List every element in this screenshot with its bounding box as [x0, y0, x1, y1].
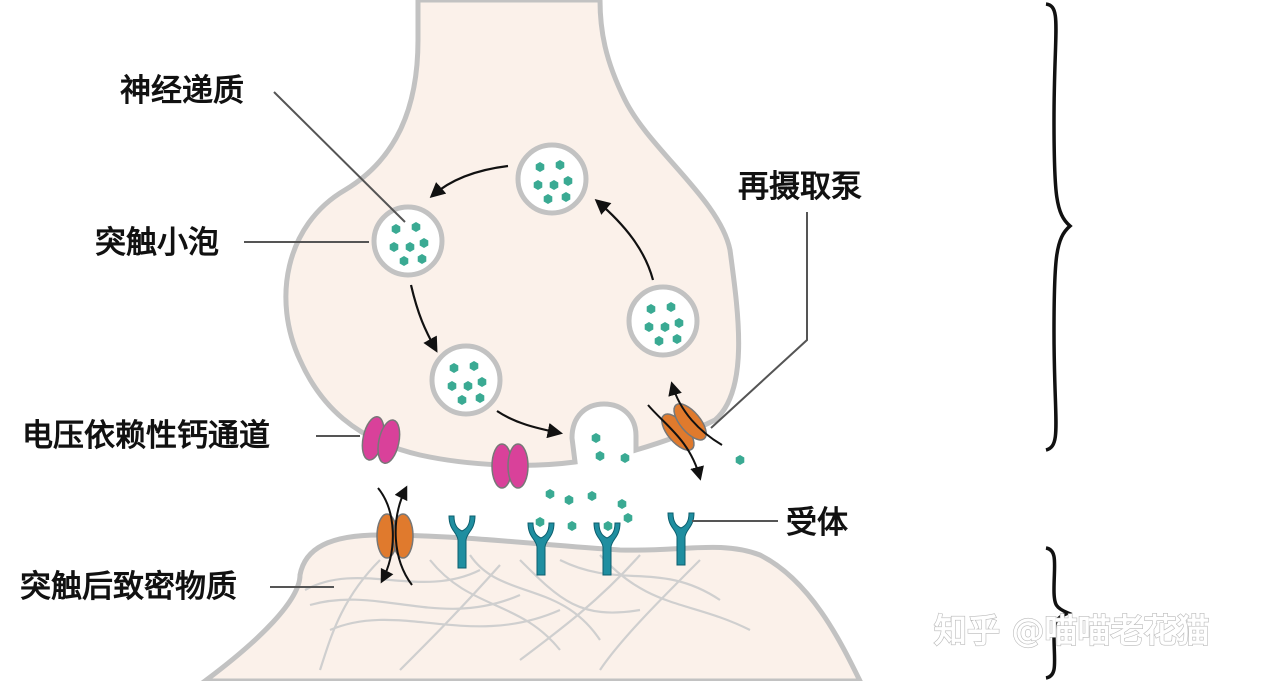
label-psd: 突触后致密物质: [20, 569, 237, 605]
vesicle: [626, 284, 700, 358]
neurotransmitter-particle: [419, 238, 429, 248]
neurotransmitter-particle: [644, 322, 654, 332]
neurotransmitter-particle: [545, 489, 555, 499]
neurotransmitter-particle: [477, 377, 487, 387]
neurotransmitter-particle: [672, 334, 682, 344]
synaptic-vesicles: [371, 142, 700, 417]
label-receptor: 受体: [786, 505, 848, 541]
neurotransmitter-particle: [603, 521, 613, 531]
vesicle: [371, 204, 445, 278]
neurotransmitter-particle: [417, 254, 427, 264]
neurotransmitter-particle: [535, 517, 545, 527]
neurotransmitter-particle: [561, 192, 571, 202]
neurotransmitter-particle: [447, 381, 457, 391]
neurotransmitter-particle: [567, 521, 577, 531]
neurotransmitter-particle: [595, 451, 605, 461]
neurotransmitter-particle: [623, 513, 633, 523]
neurotransmitter-particle: [646, 304, 656, 314]
neurotransmitter-particle: [617, 499, 627, 509]
neurotransmitter-particle: [674, 318, 684, 328]
postsynaptic-terminal: [200, 532, 863, 681]
neurotransmitter-particle: [549, 180, 559, 190]
presynaptic-bracket-icon: [1045, 2, 1073, 452]
vesicle-cycle-arrows: [409, 164, 655, 439]
vesicle: [429, 343, 503, 417]
label-calcium-channel: 电压依赖性钙通道: [22, 418, 270, 454]
postsynaptic-bracket-icon: [1045, 546, 1073, 680]
neurotransmitter-particle: [449, 363, 459, 373]
neurotransmitter-particle: [564, 495, 574, 505]
leader-lines: [244, 91, 808, 588]
neurotransmitter-particle: [405, 242, 415, 252]
neurotransmitter-particle: [563, 176, 573, 186]
neurotransmitter-particle: [411, 222, 421, 232]
neurotransmitter-particle: [457, 395, 467, 405]
neurotransmitter-particle: [620, 453, 630, 463]
neurotransmitter-particle: [666, 302, 676, 312]
neurotransmitter-particle: [555, 160, 565, 170]
neurotransmitter-particle: [469, 361, 479, 371]
neurotransmitter-particle: [660, 322, 670, 332]
reuptake-pump-arrows: [647, 381, 723, 481]
neurotransmitter-particle: [587, 491, 597, 501]
label-vesicle: 突触小泡: [95, 225, 219, 261]
neurotransmitter-particle: [535, 162, 545, 172]
vesicle: [515, 142, 589, 216]
neurotransmitter-particle: [654, 336, 664, 346]
psd-filaments: [304, 554, 751, 671]
presynaptic-terminal: [283, 0, 742, 468]
neurotransmitter-particle: [533, 180, 543, 190]
neurotransmitter-particle: [591, 433, 601, 443]
neurotransmitter-particle: [735, 455, 745, 465]
transporter-arrows: [377, 485, 413, 586]
released-neurotransmitters: [535, 433, 745, 531]
label-neurotransmitter: 神经递质: [120, 73, 244, 109]
watermark: 知乎 @喵喵老花猫: [934, 611, 1210, 650]
neurotransmitter-particle: [391, 224, 401, 234]
neurotransmitter-particle: [543, 194, 553, 204]
neurotransmitter-particle: [399, 256, 409, 266]
label-reuptake-pump: 再摄取泵: [738, 169, 862, 205]
neurotransmitter-particle: [475, 393, 485, 403]
neurotransmitter-particle: [463, 381, 473, 391]
neurotransmitter-particle: [389, 242, 399, 252]
